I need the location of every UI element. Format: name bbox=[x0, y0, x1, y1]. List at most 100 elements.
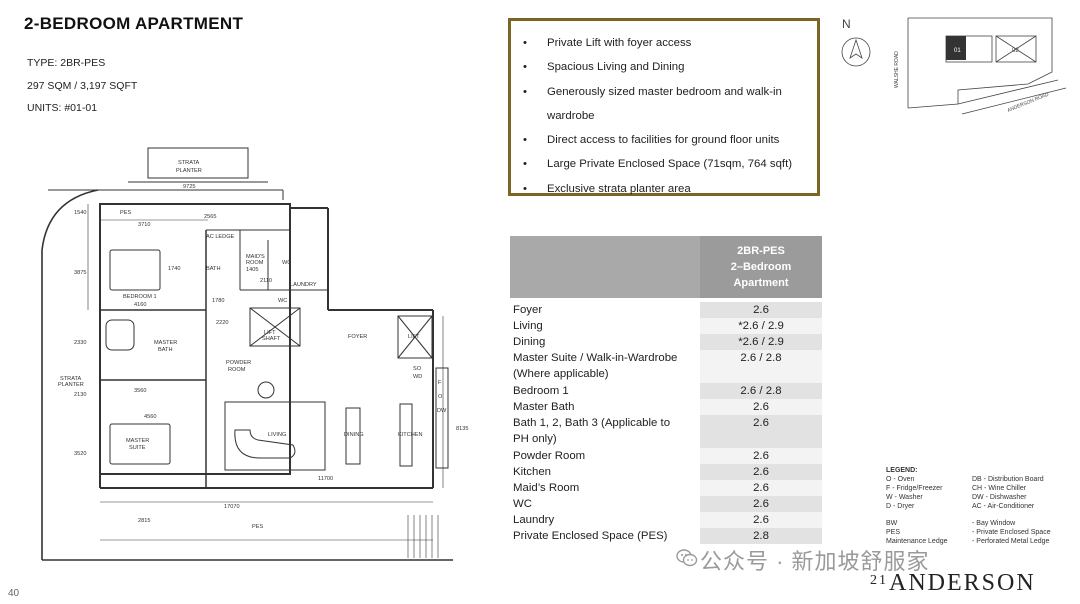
plan-label: FOYER bbox=[348, 334, 367, 340]
feature-item: •Generously sized master bedroom and wal… bbox=[523, 85, 782, 98]
plan-label: AC LEDGE bbox=[206, 234, 235, 240]
plan-dim: 8135 bbox=[456, 426, 468, 432]
unit-area: 297 SQM / 3,197 SQFT bbox=[27, 80, 138, 92]
watermark-text: 公众号 · 新加坡舒服家 bbox=[700, 549, 930, 574]
unit-type: TYPE: 2BR-PES bbox=[27, 57, 106, 69]
lift-box bbox=[397, 315, 433, 359]
feature-item: •Direct access to facilities for ground … bbox=[523, 134, 780, 147]
plan-label: F bbox=[438, 380, 442, 386]
plan-label: BATH bbox=[158, 347, 173, 353]
plan-dim: 1540 bbox=[74, 210, 86, 216]
plan-label: MASTER bbox=[154, 340, 177, 346]
plan-dim: 9725 bbox=[183, 184, 195, 190]
key-plan-drawing: N WALSHE ROAD ANDERSON ROAD 01 02 bbox=[841, 17, 1067, 115]
plan-label: LIVING bbox=[268, 432, 286, 438]
plan-dim: 2565 bbox=[204, 214, 216, 220]
plan-label: DW bbox=[437, 408, 447, 414]
feature-item: •Spacious Living and Dining bbox=[523, 61, 685, 74]
plan-dim: 3560 bbox=[134, 388, 146, 394]
plan-label: SUITE bbox=[129, 445, 146, 451]
plan-label: SO bbox=[413, 366, 422, 372]
plan-label: BEDROOM 1 bbox=[123, 294, 157, 300]
block-label: 02 bbox=[1012, 48, 1019, 54]
bed-1 bbox=[109, 249, 161, 291]
table-row: Master Suite / Walk-in-Wardrobe(Where ap… bbox=[510, 350, 822, 383]
plan-label: PES bbox=[252, 524, 263, 530]
plan-label: DINING bbox=[344, 432, 364, 438]
page-title: 2-BEDROOM APARTMENT bbox=[24, 14, 244, 33]
plan-label: ROOM bbox=[228, 367, 246, 373]
plan-label: STRATA bbox=[60, 376, 82, 382]
plan-dim: 2220 bbox=[216, 320, 228, 326]
table-row: Dining*2.6 / 2.9 bbox=[510, 334, 822, 350]
appliance-column bbox=[435, 367, 449, 469]
site-boundary bbox=[907, 17, 1053, 109]
plan-label: SHAFT bbox=[262, 336, 281, 342]
living-rug bbox=[224, 401, 326, 471]
plan-label: BATH bbox=[206, 266, 221, 272]
feature-item-continued: wardrobe bbox=[547, 109, 595, 122]
plan-dim: 1405 bbox=[246, 267, 258, 273]
key-plan: N WALSHE ROAD ANDERSON ROAD 01 02 bbox=[838, 14, 1074, 126]
plan-dim: 2330 bbox=[74, 340, 86, 346]
plan-label: POWDER bbox=[226, 360, 251, 366]
dining-table bbox=[345, 407, 361, 465]
road-label: ANDERSON ROAD bbox=[1007, 92, 1051, 114]
feature-item: •Private Lift with foyer access bbox=[523, 37, 692, 49]
plan-label: WC bbox=[282, 260, 291, 266]
wechat-icon bbox=[676, 549, 698, 567]
plan-label: PES bbox=[120, 210, 131, 216]
table-row: Living*2.6 / 2.9 bbox=[510, 318, 822, 334]
plan-dim: 2815 bbox=[138, 518, 150, 524]
plan-dim: 2110 bbox=[260, 278, 272, 284]
bathtub bbox=[105, 319, 135, 351]
floor-plan-drawing: STRATA PLANTER 9725 PES 3710 2565 1540 A… bbox=[41, 147, 468, 561]
feature-item: •Exclusive strata planter area bbox=[523, 182, 691, 195]
road-label: WALSHE ROAD bbox=[894, 51, 900, 88]
plan-label: MASTER bbox=[126, 438, 149, 444]
block-label: 01 bbox=[954, 48, 961, 54]
plan-dim: 1780 bbox=[212, 298, 224, 304]
plan-label: KITCHEN bbox=[398, 432, 423, 438]
plan-label: STRATA bbox=[178, 160, 200, 166]
sofa bbox=[234, 429, 296, 459]
plan-dim: 4160 bbox=[134, 302, 146, 308]
floor-plan: STRATA PLANTER 9725 PES 3710 2565 1540 A… bbox=[28, 140, 478, 585]
plan-label: PLANTER bbox=[58, 382, 84, 388]
outer-curve bbox=[41, 189, 99, 560]
plan-label: LAUNDRY bbox=[290, 282, 317, 288]
plan-dim: 3710 bbox=[138, 222, 150, 228]
features-box: •Private Lift with foyer access •Spaciou… bbox=[508, 18, 820, 196]
plan-label: LIFT bbox=[408, 334, 420, 340]
plan-label: MAID'S bbox=[246, 254, 265, 260]
plan-dim: 1740 bbox=[168, 266, 180, 272]
plan-label: O bbox=[438, 394, 443, 400]
plan-dim: 17070 bbox=[224, 504, 240, 510]
plan-label: WD bbox=[413, 374, 422, 380]
plan-dim: 4560 bbox=[144, 414, 156, 420]
table-row: Private Enclosed Space (PES)2.8 bbox=[510, 528, 822, 544]
plan-dim: 11700 bbox=[318, 476, 333, 482]
plan-label: WC bbox=[278, 298, 287, 304]
north-label: N bbox=[842, 17, 851, 31]
page-number: 40 bbox=[8, 588, 20, 599]
plan-label: PLANTER bbox=[176, 168, 202, 174]
master-bed bbox=[109, 423, 171, 465]
unit-numbers: UNITS: #01-01 bbox=[27, 102, 98, 114]
strata-planter-top bbox=[147, 147, 249, 179]
brand-logo: 21ANDERSON bbox=[870, 570, 1036, 596]
plan-label: LIFT bbox=[264, 330, 276, 336]
plan-dim: 3875 bbox=[74, 270, 86, 276]
plan-label: ROOM bbox=[246, 260, 264, 266]
